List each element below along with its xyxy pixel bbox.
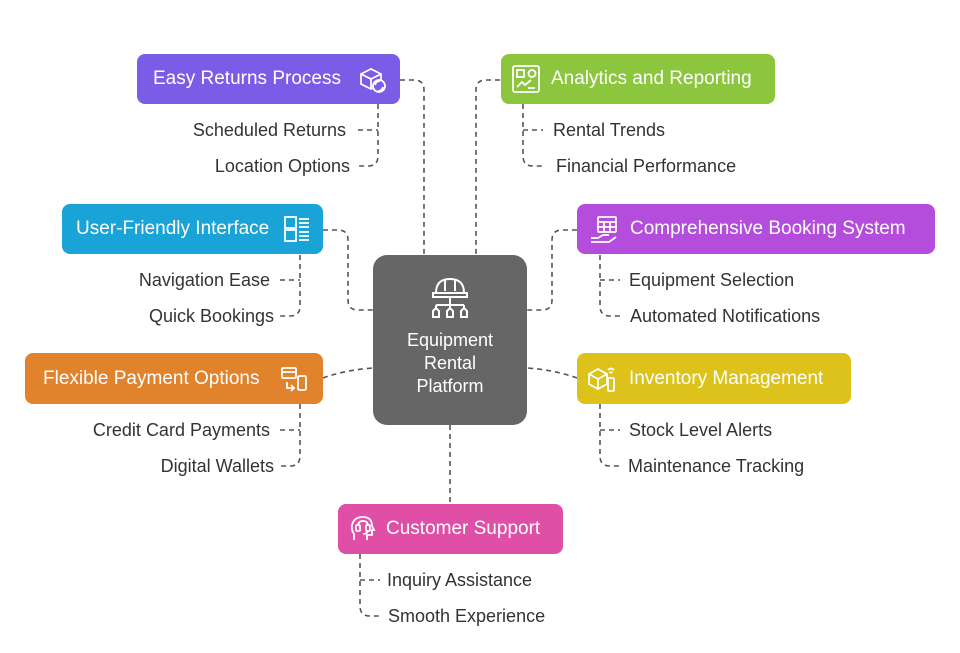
payment-label: Flexible Payment Options — [43, 367, 260, 389]
payment-item-2: Digital Wallets — [160, 456, 274, 476]
interface-item-1: Navigation Ease — [138, 270, 270, 290]
layout-list-icon — [284, 216, 309, 242]
boxes-signal-icon — [588, 367, 615, 392]
returns-item-2: Location Options — [214, 156, 350, 176]
analytics-item-1: Rental Trends — [553, 120, 666, 140]
interface-item-2: Quick Bookings — [148, 306, 274, 326]
inventory-label: Inventory Management — [629, 367, 824, 389]
interface-node: User-Friendly Interface — [62, 204, 323, 254]
booking-item-1: Equipment Selection — [629, 270, 795, 290]
interface-label: User-Friendly Interface — [76, 218, 270, 239]
booking-node: Comprehensive Booking System — [577, 204, 935, 254]
booking-label: Comprehensive Booking System — [630, 218, 906, 239]
payment-item-1: Credit Card Payments — [92, 420, 270, 440]
analytics-label: Analytics and Reporting — [551, 68, 752, 89]
center-node: Equipment Rental Platform — [373, 255, 527, 425]
center-title: Equipment Rental Platform — [407, 329, 493, 398]
headset-person-icon — [350, 516, 376, 540]
center-title-line-3: Platform — [416, 376, 484, 396]
analytics-node: Analytics and Reporting — [501, 54, 775, 104]
inventory-node: Inventory Management — [577, 353, 851, 404]
returns-item-1: Scheduled Returns — [192, 120, 346, 140]
returns-node: Easy Returns Process — [137, 54, 400, 104]
analytics-item-2: Financial Performance — [556, 156, 737, 176]
support-item-2: Smooth Experience — [388, 606, 546, 626]
booking-item-2: Automated Notifications — [630, 306, 821, 326]
returns-label: Easy Returns Process — [153, 68, 341, 89]
support-item-1: Inquiry Assistance — [387, 570, 533, 590]
inventory-item-2: Maintenance Tracking — [628, 456, 805, 476]
support-label: Customer Support — [386, 518, 541, 539]
calendar-hand-icon — [591, 216, 617, 243]
hardhat-org-icon — [432, 277, 468, 318]
card-phone-icon — [281, 366, 307, 392]
support-node: Customer Support — [338, 504, 563, 554]
payment-node: Flexible Payment Options — [25, 353, 323, 404]
center-title-line-2: Rental — [423, 353, 477, 373]
box-return-icon — [360, 67, 386, 93]
center-title-line-1: Equipment — [406, 330, 494, 350]
dashboard-chart-icon — [512, 65, 540, 93]
inventory-item-1: Stock Level Alerts — [629, 420, 773, 440]
